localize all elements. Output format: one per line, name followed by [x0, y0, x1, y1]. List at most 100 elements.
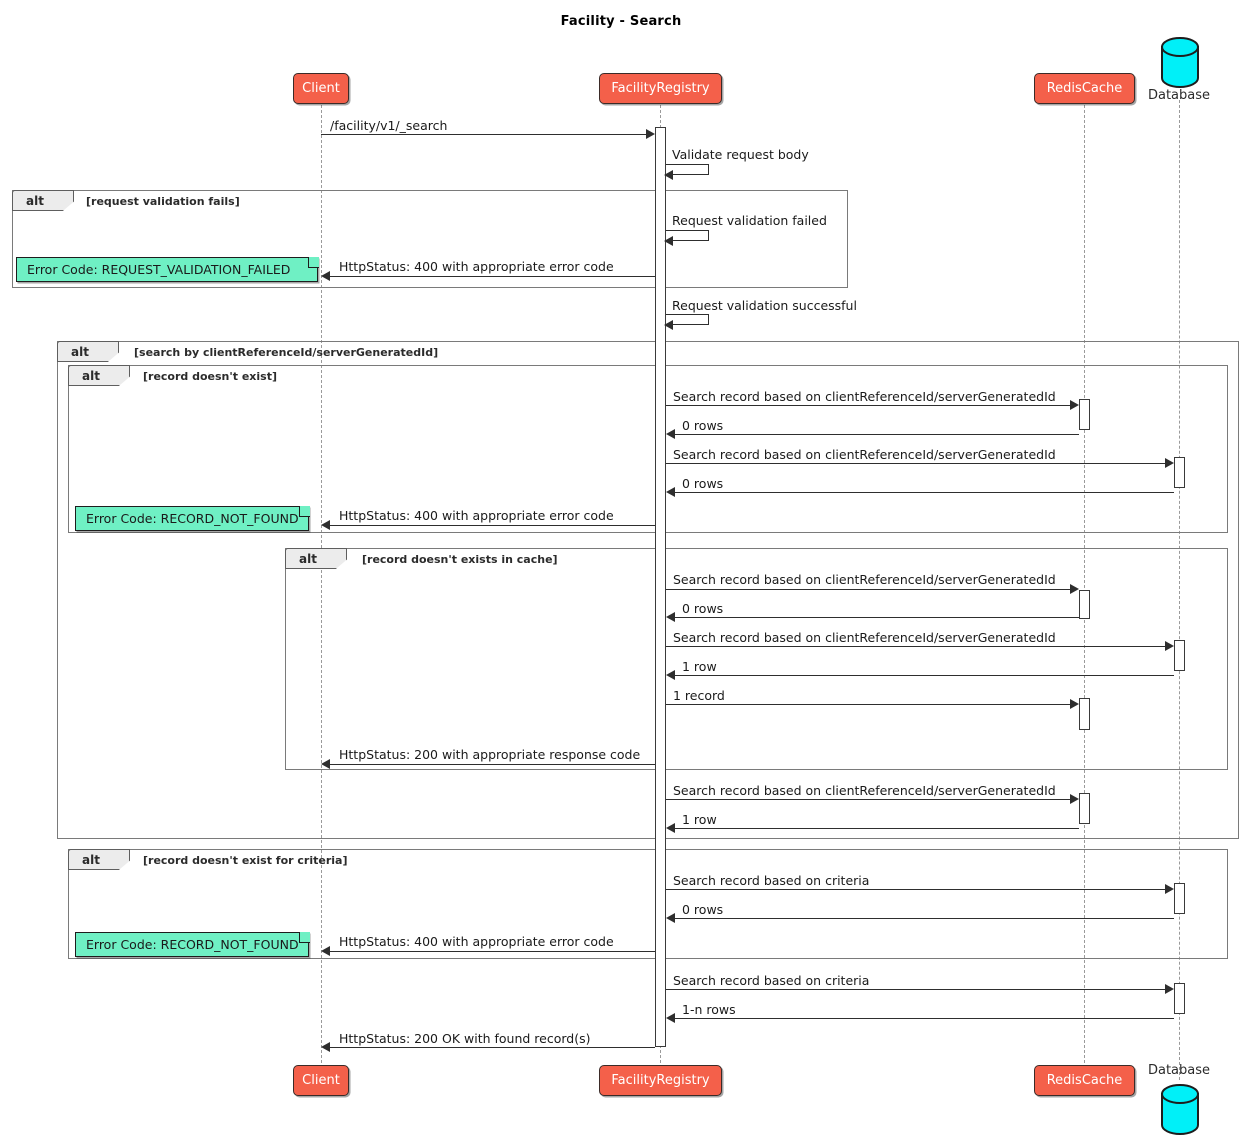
- lifeline-database: [1179, 100, 1180, 1080]
- msg-facility-search-arrow: [646, 129, 655, 139]
- msg-facility-search-line: [321, 134, 646, 135]
- participant-rediscache-bottom[interactable]: RedisCache: [1034, 1065, 1135, 1096]
- msg-search-by-id-cache-1-arrow: [1070, 400, 1079, 410]
- msg-zero-rows-cache-1-line: [675, 434, 1079, 435]
- msg-search-by-id-cache-3-label: Search record based on clientReferenceId…: [673, 783, 1056, 798]
- lifeline-rediscache: [1084, 105, 1085, 1068]
- msg-search-by-id-db-1-line: [666, 463, 1165, 464]
- msg-one-row-cache-3-label: 1 row: [682, 812, 717, 827]
- msg-search-criteria-db-1-arrow: [1165, 884, 1174, 894]
- msg-http-400-error-3-arrow: [321, 946, 330, 956]
- msg-zero-rows-cache-1-arrow: [666, 429, 675, 439]
- msg-search-by-id-db-1-label: Search record based on clientReferenceId…: [673, 447, 1056, 462]
- msg-search-by-id-cache-2-label: Search record based on clientReferenceId…: [673, 572, 1056, 587]
- msg-search-criteria-db-1-line: [666, 889, 1165, 890]
- note-record-not-found-2: Error Code: RECORD_NOT_FOUND: [75, 932, 309, 957]
- msg-zero-rows-cache-2-label: 0 rows: [682, 601, 724, 616]
- msg-zero-rows-criteria-line: [675, 918, 1174, 919]
- msg-http-400-error-1-line: [330, 276, 655, 277]
- participant-database-bottom[interactable]: [1159, 1082, 1201, 1141]
- frame-alt-request-validation-fails-tab: alt: [12, 190, 74, 211]
- frame-alt-record-doesnt-exist-cache-condition: [record doesn't exists in cache]: [362, 553, 558, 566]
- activation-database-4: [1174, 983, 1185, 1014]
- msg-one-n-rows-criteria-arrow: [666, 1013, 675, 1023]
- msg-http-400-error-2-line: [330, 525, 655, 526]
- msg-zero-rows-cache-1-label: 0 rows: [682, 418, 724, 433]
- msg-request-validation-successful-arrow: [664, 320, 673, 330]
- msg-request-validation-failed-label: Request validation failed: [672, 213, 827, 228]
- participant-client-top[interactable]: Client: [293, 73, 349, 104]
- note-record-not-found-1: Error Code: RECORD_NOT_FOUND: [75, 506, 309, 531]
- participant-client-bottom[interactable]: Client: [293, 1065, 349, 1096]
- msg-http-200-ok-found-line: [330, 1047, 655, 1048]
- msg-search-criteria-db-2-label: Search record based on criteria: [673, 973, 870, 988]
- participant-database-bottom-label: Database: [1147, 1063, 1211, 1078]
- msg-one-row-db-2-line: [675, 675, 1174, 676]
- msg-search-by-id-cache-1-line: [666, 405, 1070, 406]
- participant-facilityregistry-top[interactable]: FacilityRegistry: [599, 73, 722, 104]
- frame-alt-request-validation-fails: [12, 190, 848, 288]
- frame-alt-record-doesnt-exist-criteria-tab: alt: [68, 849, 130, 870]
- msg-zero-rows-db-1-line: [675, 492, 1174, 493]
- activation-database-1: [1174, 457, 1185, 488]
- msg-search-criteria-db-1-label: Search record based on criteria: [673, 873, 870, 888]
- activation-rediscache-3: [1079, 698, 1090, 730]
- frame-alt-search-by-id-tab: alt: [57, 341, 119, 362]
- msg-http-400-error-3-label: HttpStatus: 400 with appropriate error c…: [339, 934, 614, 949]
- msg-one-row-cache-3-line: [675, 828, 1079, 829]
- frame-alt-record-doesnt-exist-condition: [record doesn't exist]: [143, 370, 278, 383]
- msg-zero-rows-cache-2-arrow: [666, 612, 675, 622]
- frame-alt-record-doesnt-exist: [68, 365, 1228, 533]
- msg-http-400-error-3-line: [330, 951, 655, 952]
- msg-zero-rows-db-1-label: 0 rows: [682, 476, 724, 491]
- msg-zero-rows-criteria-arrow: [666, 913, 675, 923]
- participant-database-top-label: Database: [1147, 88, 1211, 103]
- activation-rediscache-4: [1079, 793, 1090, 824]
- database-icon: [1161, 1084, 1199, 1135]
- msg-http-400-error-2-arrow: [321, 520, 330, 530]
- msg-search-by-id-cache-2-arrow: [1070, 584, 1079, 594]
- msg-one-row-db-2-arrow: [666, 670, 675, 680]
- msg-one-record-to-cache-label: 1 record: [673, 688, 725, 703]
- msg-search-criteria-db-2-arrow: [1165, 984, 1174, 994]
- msg-validate-request-body-loop: [666, 164, 709, 175]
- frame-alt-request-validation-fails-condition: [request validation fails]: [86, 195, 240, 208]
- msg-validate-request-body-label: Validate request body: [672, 147, 809, 162]
- msg-search-by-id-db-2-arrow: [1165, 641, 1174, 651]
- msg-http-200-response-line: [330, 764, 655, 765]
- note-request-validation-failed-fold: [308, 257, 319, 268]
- frame-alt-record-doesnt-exist-tab: alt: [68, 365, 130, 386]
- participant-database-top[interactable]: [1159, 35, 1201, 94]
- msg-request-validation-successful-label: Request validation successful: [672, 298, 857, 313]
- activation-database-2: [1174, 640, 1185, 671]
- msg-http-200-ok-found-arrow: [321, 1042, 330, 1052]
- activation-rediscache-2: [1079, 590, 1090, 619]
- msg-search-criteria-db-2-line: [666, 989, 1165, 990]
- msg-validate-request-body-arrow: [664, 170, 673, 180]
- msg-search-by-id-cache-3-line: [666, 799, 1070, 800]
- diagram-title: Facility - Search: [560, 14, 682, 29]
- note-record-not-found-2-fold: [299, 932, 310, 943]
- msg-one-record-to-cache-line: [666, 704, 1070, 705]
- msg-zero-rows-criteria-label: 0 rows: [682, 902, 724, 917]
- participant-facilityregistry-bottom[interactable]: FacilityRegistry: [599, 1065, 722, 1096]
- msg-http-200-response-arrow: [321, 759, 330, 769]
- msg-request-validation-failed-loop: [666, 230, 709, 241]
- activation-facilityregistry: [655, 127, 666, 1047]
- lifeline-client: [321, 105, 322, 1068]
- msg-search-by-id-db-2-label: Search record based on clientReferenceId…: [673, 630, 1056, 645]
- msg-search-by-id-cache-3-arrow: [1070, 794, 1079, 804]
- msg-http-200-ok-found-label: HttpStatus: 200 OK with found record(s): [339, 1031, 591, 1046]
- frame-alt-search-by-id-condition: [search by clientReferenceId/serverGener…: [134, 346, 439, 359]
- frame-alt-record-doesnt-exist-cache-tab: alt: [285, 548, 347, 569]
- msg-one-n-rows-criteria-label: 1-n rows: [682, 1002, 736, 1017]
- msg-one-record-to-cache-arrow: [1070, 699, 1079, 709]
- activation-rediscache-1: [1079, 399, 1090, 430]
- msg-http-400-error-1-label: HttpStatus: 400 with appropriate error c…: [339, 259, 614, 274]
- frame-alt-search-by-id: [57, 341, 1239, 839]
- frame-alt-record-doesnt-exist-criteria-condition: [record doesn't exist for criteria]: [143, 854, 348, 867]
- msg-one-row-cache-3-arrow: [666, 823, 675, 833]
- msg-zero-rows-cache-2-line: [675, 617, 1079, 618]
- participant-rediscache-top[interactable]: RedisCache: [1034, 73, 1135, 104]
